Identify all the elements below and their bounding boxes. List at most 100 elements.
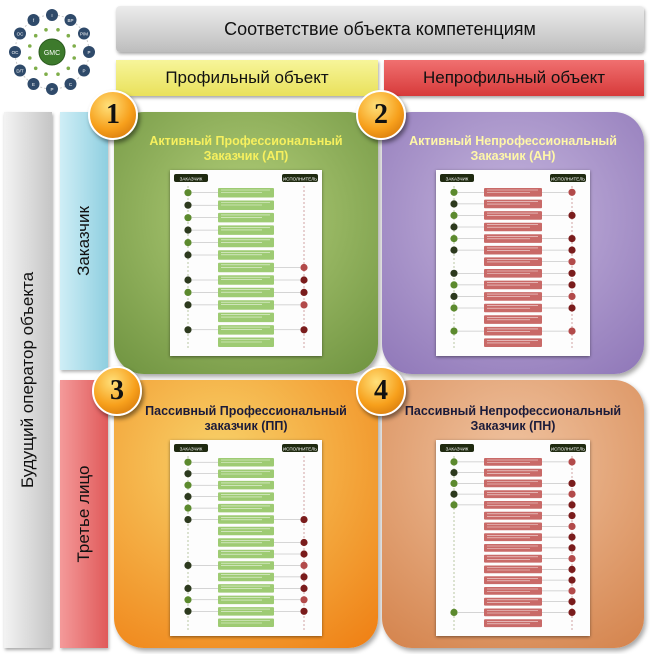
competence-header: Соответствие объекта компетенциям [116, 6, 644, 52]
logo-node-label: OC [17, 32, 25, 37]
doc-node-icon [184, 276, 192, 284]
doc-header-executor-label: ИСПОЛНИТЕЛЬ [283, 177, 317, 182]
customer-row-header: Заказчик [60, 112, 108, 370]
profile-column-header: Профильный объект [116, 60, 378, 96]
logo-node-icon [27, 14, 40, 26]
doc-node-icon [184, 201, 192, 209]
doc-node-icon [568, 490, 576, 498]
doc-node-icon [184, 301, 192, 309]
doc-node-icon [450, 281, 458, 289]
logo-node-label: C [69, 82, 73, 87]
logo-dot-icon [44, 72, 48, 76]
doc-node-icon [568, 501, 576, 509]
doc-step-box [484, 608, 542, 617]
doc-node-icon [568, 292, 576, 300]
doc-node-icon [568, 479, 576, 487]
doc-node-icon [184, 584, 192, 592]
logo-node-icon [9, 46, 21, 58]
doc-header-executor [550, 444, 586, 452]
doc-step-box [484, 565, 542, 574]
doc-node-icon [300, 288, 308, 296]
doc-node-icon [300, 607, 308, 615]
doc-step-box [484, 490, 542, 499]
doc-node-icon [568, 576, 576, 584]
doc-node-icon [300, 573, 308, 581]
quadrant-number-2: 2 [356, 90, 406, 140]
flowchart-doc-ap: ЗАКАЗЧИК ИСПОЛНИТЕЛЬ [170, 170, 322, 356]
logo-node-label: f [33, 18, 35, 23]
competence-title: Соответствие объекта компетенциям [224, 18, 536, 39]
doc-node-icon [184, 470, 192, 478]
doc-node-icon [184, 239, 192, 247]
logo-dot-icon [33, 33, 38, 38]
doc-node-icon [184, 516, 192, 524]
future-operator-label: Будущий оператор объекта [18, 271, 37, 489]
doc-header-customer [440, 174, 474, 182]
logo-center [38, 38, 66, 66]
logo-node-icon [14, 64, 26, 77]
logo-dot-icon [28, 56, 32, 60]
doc-step-box [484, 619, 542, 628]
doc-node-icon [568, 565, 576, 573]
logo-node-icon [64, 78, 77, 90]
logo-dot-icon [66, 33, 71, 38]
doc-node-icon [184, 504, 192, 512]
logo-node-label: P [50, 87, 53, 92]
doc-node-icon [300, 538, 308, 547]
doc-node-icon [568, 269, 576, 277]
doc-node-icon [300, 516, 308, 524]
logo-node-icon [83, 46, 95, 58]
doc-node-icon [184, 596, 192, 604]
third-party-label: Третье лицо [74, 465, 93, 563]
doc-node-icon [450, 246, 458, 254]
doc-node-icon [450, 501, 458, 509]
doc-node-icon [184, 493, 192, 501]
logo-dot-icon [44, 28, 48, 32]
doc-node-icon [450, 292, 458, 300]
doc-node-icon [450, 608, 458, 616]
doc-node-icon [568, 598, 576, 606]
doc-node-icon [568, 258, 576, 266]
profile-column-label: Профильный объект [165, 68, 329, 87]
doc-step-box [484, 479, 542, 488]
logo-node-label: D/T [16, 69, 24, 74]
doc-node-icon [568, 587, 576, 595]
doc-node-icon [450, 235, 458, 243]
doc-node-icon [568, 522, 576, 530]
quadrant-an-title: Активный Непрофессиональный Заказчик (АН… [409, 134, 617, 163]
nonprofile-column-label: Непрофильный объект [422, 68, 606, 87]
customer-label: Заказчик [74, 206, 93, 276]
doc-node-icon [300, 326, 308, 334]
doc-node-icon [568, 458, 576, 466]
doc-node-icon [184, 458, 192, 466]
logo-node-label: P/M [80, 32, 88, 37]
doc-node-icon [184, 481, 192, 489]
doc-header-customer-label: ЗАКАЗЧИК [180, 177, 203, 182]
nonprofile-column-header: Непрофильный объект [384, 60, 644, 96]
doc-header-customer [174, 174, 208, 182]
doc-node-icon [300, 276, 308, 284]
doc-node-icon [568, 304, 576, 312]
doc-step-box [484, 511, 542, 520]
doc-node-icon [184, 251, 192, 259]
doc-node-icon [184, 226, 192, 234]
doc-header-executor-label: ИСПОЛНИТЕЛЬ [283, 447, 317, 452]
doc-header-customer-label: ЗАКАЗЧИК [446, 177, 469, 182]
doc-node-icon [450, 469, 458, 477]
doc-node-icon [568, 533, 576, 541]
logo-dot-icon [56, 72, 60, 76]
quadrant-pn-title: Пассивный Непрофессиональный Заказчик (П… [404, 404, 622, 433]
quadrant-pp-title: Пассивный Профессиональный заказчик (ПП) [145, 404, 347, 433]
doc-node-icon [300, 584, 308, 592]
logo-dot-icon [66, 66, 71, 71]
doc-node-icon [450, 304, 458, 312]
doc-header-customer [174, 444, 208, 452]
doc-step-box [484, 522, 542, 531]
doc-step-box [484, 544, 542, 552]
third-party-row-header: Третье лицо [60, 380, 108, 648]
logo-node-icon [64, 14, 77, 26]
doc-node-icon [568, 246, 576, 254]
doc-header-customer-label: ЗАКАЗЧИК [446, 447, 469, 452]
